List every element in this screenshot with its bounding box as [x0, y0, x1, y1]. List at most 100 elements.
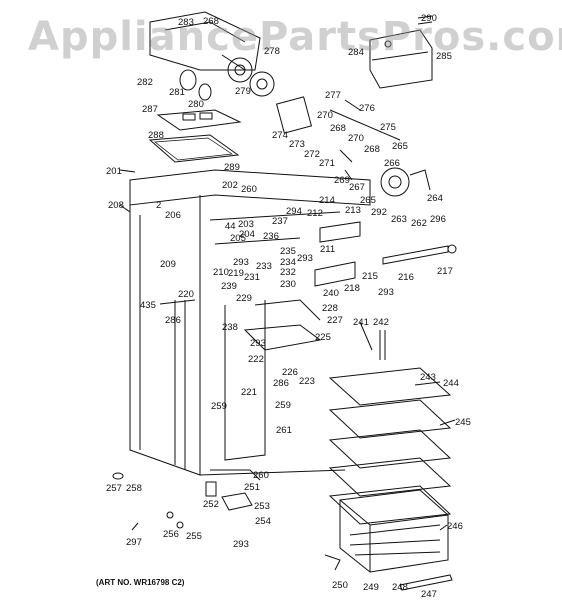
part-label: 240: [323, 288, 339, 299]
part-label: 237: [272, 216, 288, 227]
part-label: 258: [126, 483, 142, 494]
part-label: 250: [332, 580, 348, 591]
part-label: 296: [430, 214, 446, 225]
part-label: 268: [203, 16, 219, 27]
watermark: AppliancePartsPros.com: [28, 14, 562, 60]
part-label: 261: [276, 425, 292, 436]
part-label: 225: [315, 332, 331, 343]
fan-housing: [149, 11, 275, 101]
top-right-bracket: [369, 15, 433, 89]
part-label: 242: [373, 317, 389, 328]
part-label: 256: [163, 529, 179, 540]
part-label: 265: [392, 141, 408, 152]
part-label: 285: [436, 51, 452, 62]
part-label: 223: [299, 376, 315, 387]
part-label: 210: [213, 267, 229, 278]
part-label: 213: [345, 205, 361, 216]
part-label: 220: [178, 289, 194, 300]
part-label: 252: [203, 499, 219, 510]
part-label: 246: [447, 521, 463, 532]
part-label: 205: [230, 233, 246, 244]
part-label: 293: [250, 338, 266, 349]
part-label: 222: [248, 354, 264, 365]
part-label: 293: [233, 257, 249, 268]
damper-control-cluster: [275, 96, 431, 197]
part-label: 212: [307, 208, 323, 219]
part-label: 290: [421, 13, 437, 24]
part-label: 235: [280, 246, 296, 257]
part-label: 234: [280, 257, 296, 268]
part-label: 228: [322, 303, 338, 314]
part-label: 233: [256, 261, 272, 272]
part-label: 241: [353, 317, 369, 328]
part-label: 218: [344, 283, 360, 294]
part-label: 259: [275, 400, 291, 411]
part-label: 216: [398, 272, 414, 283]
part-label: 211: [320, 244, 336, 255]
part-label: 248: [392, 582, 408, 593]
part-label: 289: [224, 162, 240, 173]
shelves: [328, 330, 452, 525]
part-label: 221: [241, 387, 257, 398]
part-label: 227: [327, 315, 343, 326]
part-label: 262: [411, 218, 427, 229]
part-label: 255: [186, 531, 202, 542]
part-label: 232: [280, 267, 296, 278]
part-label: 217: [437, 266, 453, 277]
part-label: 243: [420, 372, 436, 383]
part-label: 279: [235, 86, 251, 97]
bottom-fasteners: [112, 472, 253, 531]
part-label: 254: [255, 516, 271, 527]
part-label: 288: [148, 130, 164, 141]
part-label: 44: [225, 221, 236, 232]
part-label: 219: [228, 268, 244, 279]
part-label: 283: [178, 17, 194, 28]
leader-lines: [119, 169, 456, 531]
part-label: 202: [222, 180, 238, 191]
part-label: 260: [253, 470, 269, 481]
part-label: 284: [348, 47, 364, 58]
part-label: 249: [363, 582, 379, 593]
part-label: 281: [169, 87, 185, 98]
part-label: 229: [236, 293, 252, 304]
part-label: 244: [443, 378, 459, 389]
part-label: 292: [371, 207, 387, 218]
top-plates: [148, 109, 242, 163]
part-label: 215: [362, 271, 378, 282]
part-label: 208: [108, 200, 124, 211]
part-label: 294: [286, 206, 302, 217]
part-label: 275: [380, 122, 396, 133]
part-label: 201: [106, 166, 122, 177]
part-label: 268: [364, 144, 380, 155]
part-label: 270: [317, 110, 333, 121]
part-label: 271: [319, 158, 335, 169]
part-label: 287: [142, 104, 158, 115]
part-label: 277: [325, 90, 341, 101]
part-label: 274: [272, 130, 288, 141]
part-label: 269: [334, 175, 350, 186]
part-label: 253: [254, 501, 270, 512]
part-label: 231: [244, 272, 260, 283]
part-label: 251: [244, 482, 260, 493]
part-label: 214: [319, 195, 335, 206]
part-label: 247: [421, 589, 437, 600]
part-label: 263: [391, 214, 407, 225]
part-label: 276: [359, 103, 375, 114]
part-label: 282: [137, 77, 153, 88]
part-label: 265: [360, 195, 376, 206]
part-label: 286: [165, 315, 181, 326]
part-label: 270: [348, 133, 364, 144]
part-label: 278: [264, 46, 280, 57]
part-label: 297: [126, 537, 142, 548]
part-label: 293: [233, 539, 249, 550]
part-label: 260: [241, 184, 257, 195]
part-label: 259: [211, 401, 227, 412]
part-label: 435: [140, 300, 156, 311]
part-label: 238: [222, 322, 238, 333]
part-label: 230: [280, 279, 296, 290]
freezer-basket: [324, 489, 453, 591]
part-label: 245: [455, 417, 471, 428]
part-label: 206: [165, 210, 181, 221]
part-label: 266: [384, 158, 400, 169]
